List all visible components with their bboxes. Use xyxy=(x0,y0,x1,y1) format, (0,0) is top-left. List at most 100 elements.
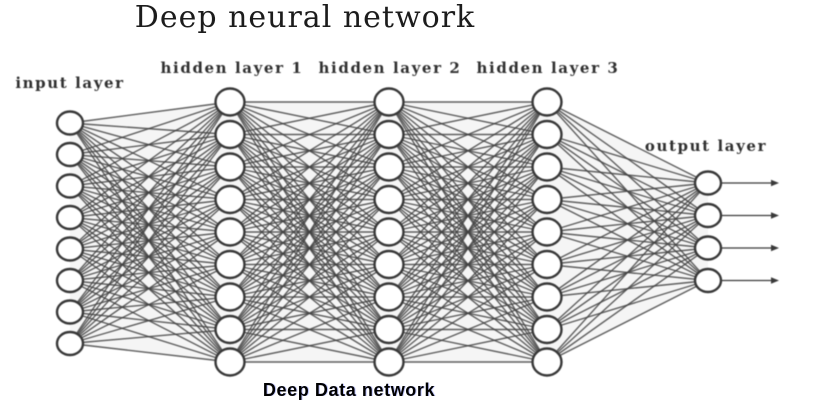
neuron-node xyxy=(55,204,85,231)
connection-line xyxy=(388,101,548,233)
connection-line xyxy=(546,182,709,363)
neuron-node xyxy=(214,87,246,117)
neuron-node xyxy=(214,347,246,377)
output-arrow-head xyxy=(771,277,779,284)
layer-hidden2-nodes xyxy=(373,87,405,377)
neuron-node xyxy=(531,152,563,182)
neuron-node xyxy=(531,249,563,280)
connection-line xyxy=(546,214,709,363)
layer-hidden1-nodes xyxy=(214,87,246,377)
neuron-node xyxy=(373,217,405,247)
connection-line xyxy=(229,101,390,330)
layer-hidden3-nodes xyxy=(531,87,563,377)
neuron-node xyxy=(373,347,405,377)
connection-line xyxy=(388,101,548,330)
neuron-node xyxy=(214,184,246,215)
neuron-node xyxy=(373,282,405,312)
connection-line xyxy=(388,101,548,363)
connection-line xyxy=(69,166,231,344)
connection-line xyxy=(388,101,548,265)
connection-line xyxy=(546,101,709,184)
connection-line xyxy=(229,263,390,363)
connection-line xyxy=(229,101,390,201)
connection-line xyxy=(229,101,390,265)
diagram-caption: Deep Data network xyxy=(262,380,436,400)
connection-line xyxy=(69,342,231,363)
connection-line xyxy=(388,263,548,363)
connection-line xyxy=(229,101,390,298)
connection-line xyxy=(388,101,548,298)
layer-label-hidden3: hidden layer 3 xyxy=(477,59,620,77)
connection-line xyxy=(69,101,231,219)
connection-line xyxy=(546,279,709,363)
neuron-node xyxy=(214,217,246,247)
neuron-node xyxy=(531,347,563,377)
neuron-node xyxy=(373,184,405,215)
edges-input-to-hidden1 xyxy=(69,101,231,363)
neuron-node xyxy=(693,202,723,229)
connection-line xyxy=(69,101,231,313)
connection-line xyxy=(229,101,390,136)
connection-line xyxy=(229,134,390,363)
connection-line xyxy=(388,101,548,168)
diagram-title: Deep neural network xyxy=(134,0,476,35)
connection-line xyxy=(229,101,390,233)
connection-line xyxy=(69,101,231,281)
mesh-haze xyxy=(547,102,708,362)
connection-line xyxy=(546,182,709,298)
neuron-node xyxy=(214,152,246,182)
connection-line xyxy=(546,182,709,266)
connection-line xyxy=(69,198,231,345)
output-arrow-head xyxy=(771,212,779,219)
neuron-node xyxy=(531,282,563,312)
neuron-node xyxy=(531,314,563,345)
connection-line xyxy=(69,101,231,124)
connection-line xyxy=(546,182,709,201)
connection-line xyxy=(69,101,231,250)
connection-line xyxy=(69,101,231,187)
connection-line xyxy=(546,166,709,184)
neuron-node xyxy=(55,141,85,168)
layer-output-nodes xyxy=(693,170,723,294)
neuron-node xyxy=(214,119,246,150)
neuron-node xyxy=(55,110,85,136)
neuron-node xyxy=(693,170,723,196)
output-arrow-head xyxy=(771,179,779,187)
neuron-node xyxy=(531,119,563,150)
connection-line xyxy=(229,199,390,363)
connection-line xyxy=(388,101,548,136)
connection-line xyxy=(546,133,709,184)
connection-line xyxy=(229,328,390,363)
neuron-node xyxy=(214,282,246,312)
edges-hidden2-to-hidden3 xyxy=(388,101,548,363)
neuron-node xyxy=(373,249,405,280)
connection-line xyxy=(229,101,390,168)
neuron-node xyxy=(55,330,85,357)
connection-line xyxy=(229,296,390,363)
neuron-node xyxy=(693,267,723,294)
connection-line xyxy=(388,296,548,363)
neuron-node xyxy=(693,235,723,261)
connection-line xyxy=(388,328,548,363)
layer-label-hidden1: hidden layer 1 xyxy=(161,59,304,77)
neuron-node xyxy=(55,299,85,325)
neuron-node xyxy=(214,314,246,345)
layer-label-hidden2: hidden layer 2 xyxy=(319,59,462,77)
edges-hidden3-to-output xyxy=(546,101,709,363)
output-arrows xyxy=(722,179,779,284)
connection-line xyxy=(388,231,548,363)
neuron-node xyxy=(531,87,563,117)
connection-line xyxy=(546,247,709,363)
output-arrow-head xyxy=(771,244,779,252)
connection-line xyxy=(229,231,390,363)
connection-line xyxy=(69,296,231,345)
neuron-node xyxy=(531,184,563,215)
neuron-node xyxy=(373,119,405,150)
connection-line xyxy=(69,328,231,345)
neuron-node xyxy=(531,217,563,247)
connection-line xyxy=(69,101,231,156)
connection-line xyxy=(546,182,709,233)
connection-line xyxy=(229,101,390,363)
layer-input-nodes xyxy=(55,110,85,357)
